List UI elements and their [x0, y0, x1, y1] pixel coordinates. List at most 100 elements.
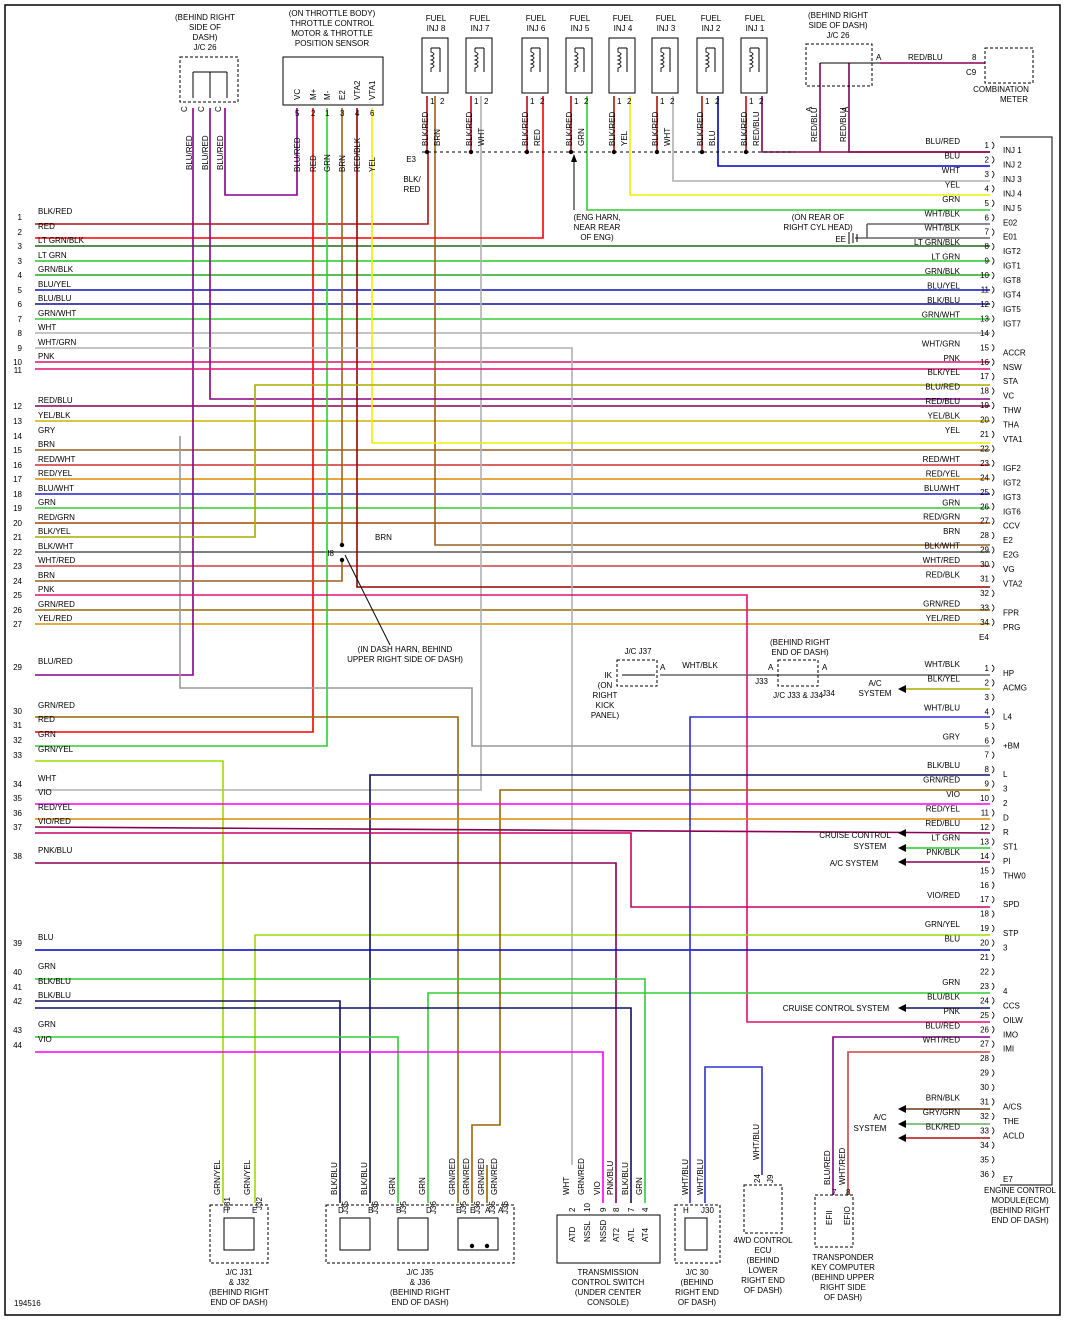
wire-label: GRN/RED — [462, 1158, 471, 1195]
connector-arc — [991, 502, 995, 511]
left-wire-label: BLK/BLU — [38, 977, 71, 986]
combination-meter — [984, 47, 1034, 84]
note-text: BLK/ — [403, 175, 421, 184]
ecm-pin-name: HP — [1003, 669, 1014, 678]
pin-label: J32 — [255, 1197, 264, 1210]
connector-arc — [991, 213, 995, 222]
ecm-pin-number: 19 — [980, 924, 989, 933]
ecm-pin-number: 14 — [980, 852, 989, 861]
left-wire-label: BLK/YEL — [38, 527, 71, 536]
connector-arc — [991, 372, 995, 381]
ecm-pin-name: E01 — [1003, 233, 1018, 242]
ecm-pin-name: IMI — [1003, 1045, 1014, 1054]
ecm-pin-wire-label: PNK — [944, 1007, 961, 1016]
ecm-pin-wire-label: GRN/WHT — [922, 310, 960, 319]
left-wire-number: 37 — [13, 823, 22, 832]
ecm-pin-number: 29 — [980, 546, 989, 555]
left-wire-number: 9 — [18, 344, 23, 353]
inj8-signal — [434, 96, 990, 546]
jc-inner — [223, 1217, 255, 1251]
ecm-pin-name: 4 — [1003, 987, 1008, 996]
pin-label: J36 — [371, 1201, 380, 1214]
wire-label: GRN/RED — [477, 1158, 486, 1195]
pin-letter: C — [197, 106, 206, 112]
connector-arc — [991, 257, 995, 265]
left-wire-number: 42 — [13, 997, 22, 1006]
left-wire-number: 15 — [13, 446, 22, 455]
arrow-icon — [571, 154, 577, 162]
injector-label: FUEL — [570, 14, 591, 23]
jc26-wire-link — [224, 108, 298, 196]
injector-wire-label: BLK/RED — [608, 112, 617, 146]
throttle-wire-label: RED/BLK — [353, 137, 362, 172]
wire-label: BLU/RED — [823, 1150, 832, 1185]
connector-arc — [991, 474, 995, 482]
ecm-pin-name: L4 — [1003, 712, 1012, 721]
ecm-pin-number: 5 — [985, 199, 990, 208]
pin-number: 2 — [759, 97, 764, 106]
left-wire-number: 18 — [13, 490, 22, 499]
left-wire-label: PNK — [38, 352, 55, 361]
ecm-pin-wire-label: BLU/RED — [925, 383, 960, 392]
wire-label: BLU/RED — [185, 135, 194, 170]
pin-number: 2 — [568, 1207, 577, 1212]
injector-label: FUEL — [656, 14, 677, 23]
injector-coil-icon — [429, 48, 435, 72]
ecm-pin-name: IGT1 — [1003, 262, 1021, 271]
left-wire-label: PNK/BLU — [38, 846, 72, 855]
ecm-pin-name: IGT5 — [1003, 305, 1021, 314]
bottom-note: END OF DASH) — [391, 1298, 449, 1307]
bottom-note: (BEHIND — [681, 1278, 714, 1287]
ecm-pin-wire-label: WHT/BLK — [924, 209, 960, 218]
connector-arc — [991, 228, 995, 236]
throttle-wire-label: BLU/RED — [293, 137, 302, 172]
ecm-pin-name: E2G — [1003, 551, 1019, 560]
pin-number: 2 — [670, 97, 675, 106]
note-eng-harn: (ENG HARN, — [573, 213, 620, 222]
injector-label: FUEL — [745, 14, 766, 23]
pin-label: J36 — [429, 1201, 438, 1214]
left-wire-label: BLU/BLU — [38, 294, 72, 303]
ecm-pin-number: 33 — [980, 1126, 989, 1135]
pin-letter: D — [426, 1206, 432, 1215]
ecm-pin-name: IGT6 — [1003, 507, 1021, 516]
ecm-pin-number: 15 — [980, 343, 989, 352]
wire-blkblu-2 — [35, 1007, 632, 1203]
left-wire-label: GRN/WHT — [38, 309, 76, 318]
left-wire-label: GRN — [38, 498, 56, 507]
ecm-pin-number: 24 — [980, 473, 989, 482]
left-wire-label: YEL/RED — [38, 614, 72, 623]
jc26r-note: SIDE OF DASH) — [808, 21, 867, 30]
wire-whtred-imi — [847, 1051, 990, 1195]
ground-e3: E3 — [406, 155, 416, 164]
injector-wire-label: BLK/RED — [696, 112, 705, 146]
connector-arc — [991, 852, 995, 861]
bottom-name: & J36 — [410, 1278, 431, 1287]
left-wire-number: 10 — [13, 358, 22, 367]
ecm-pin-number: 35 — [980, 1155, 989, 1164]
ecm-pin-number: 22 — [980, 444, 989, 453]
ecm-pin-name: L — [1003, 770, 1008, 779]
pin-number: 10 — [583, 1203, 592, 1212]
connector-arc — [991, 895, 995, 904]
wire-grn — [35, 1036, 399, 1203]
connector-arc — [991, 286, 995, 294]
connector-arc — [991, 271, 995, 280]
throttle-title: MOTOR & THROTTLE — [291, 29, 373, 38]
connector-arc — [991, 765, 995, 774]
throttle-pin-name: VTA2 — [353, 80, 362, 100]
jc-inner — [397, 1217, 429, 1251]
side-label: A/C — [868, 679, 882, 688]
connector-arc — [991, 1069, 995, 1077]
pin-letter: A — [485, 1206, 491, 1215]
wire-label: BLU/RED — [216, 135, 225, 170]
left-wire-label: BLU/YEL — [38, 280, 71, 289]
junction-connector-jc35-36 — [325, 1204, 515, 1264]
left-wire-number: 33 — [13, 751, 22, 760]
pin-number: 2 — [715, 97, 720, 106]
splice-i8-label: I8 — [327, 549, 334, 558]
ecm-pin-number: 15 — [980, 866, 989, 875]
ecm-pin-name: CCS — [1003, 1001, 1020, 1010]
left-wire-label: WHT — [38, 774, 56, 783]
